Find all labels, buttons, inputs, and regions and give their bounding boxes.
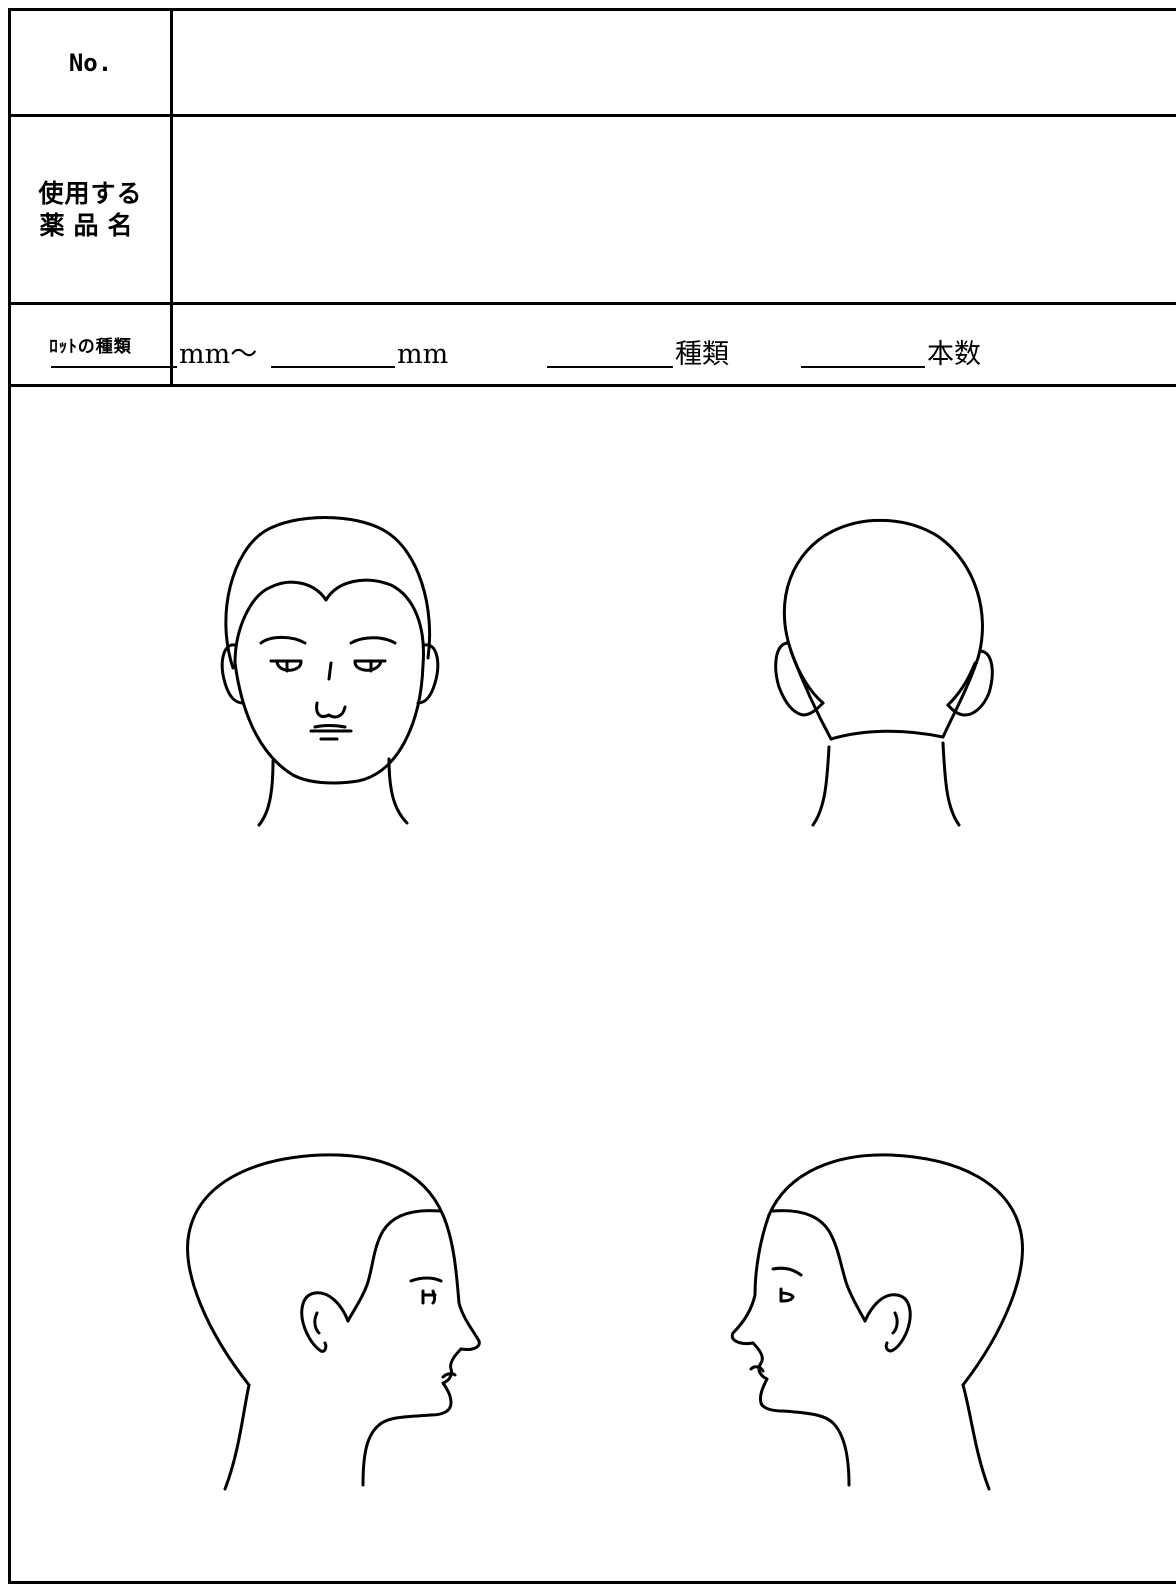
row-number: No.	[11, 11, 1176, 117]
rod-size-unit-2: mm	[397, 339, 449, 370]
chemical-name-field[interactable]	[173, 117, 1176, 302]
row-chemical: 使用する 薬品名	[11, 117, 1176, 305]
head-right-profile	[730, 1153, 1024, 1491]
head-left-profile	[186, 1153, 481, 1491]
rod-count-field[interactable]	[801, 366, 925, 368]
head-front-view	[220, 516, 440, 827]
rod-kinds-unit: 種類	[675, 339, 729, 370]
rod-type-fields: mm〜 mm 種類 本数	[11, 305, 1176, 384]
rod-type-label: ﾛｯﾄの種類	[11, 305, 173, 384]
chemical-label-line-1: 使用する	[38, 178, 143, 208]
head-back-view	[774, 518, 994, 827]
perm-record-form: No. 使用する 薬品名 ﾛｯﾄの種類 mm〜 mm 種類 本数	[8, 8, 1176, 1584]
head-diagrams-svg	[186, 516, 1024, 1491]
chemical-label-line-2: 薬品名	[39, 210, 142, 240]
rod-size-unit-1: mm〜	[179, 339, 258, 370]
row-rod-type: ﾛｯﾄの種類 mm〜 mm 種類 本数	[11, 305, 1176, 387]
number-label: No.	[11, 11, 173, 114]
rod-size-from-field[interactable]	[51, 366, 177, 368]
rod-count-unit: 本数	[927, 339, 981, 370]
rod-kinds-field[interactable]	[547, 366, 673, 368]
rod-size-to-field[interactable]	[271, 366, 395, 368]
number-field[interactable]	[173, 11, 1176, 114]
chemical-label: 使用する 薬品名	[11, 117, 173, 302]
head-diagram-area	[11, 387, 1176, 1584]
